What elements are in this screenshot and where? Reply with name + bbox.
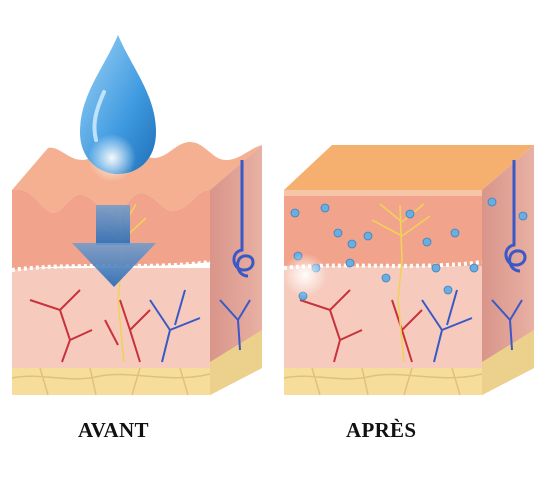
skin-block-before (11, 35, 262, 396)
light-glow (283, 253, 327, 297)
block-side-face (482, 145, 534, 395)
epidermis-top-surface (12, 141, 262, 215)
block-side-face (210, 145, 262, 395)
caption-after: APRÈS (346, 418, 417, 442)
fat-layer (284, 368, 482, 395)
water-drop-icon (80, 35, 156, 182)
fat-side (482, 330, 534, 395)
epidermis-layer (284, 190, 482, 266)
fat-side (210, 330, 262, 395)
skin-block-after (283, 145, 534, 396)
epidermis-top-band (284, 190, 482, 196)
fat-layer (12, 368, 210, 395)
fat-cells (283, 367, 483, 396)
artery-vessels (29, 289, 151, 363)
vein-vessels (421, 289, 523, 363)
caption-before: AVANT (78, 418, 149, 442)
sweat-gland (232, 160, 255, 278)
basement-membrane (283, 260, 483, 270)
epidermis-top-surface (284, 145, 534, 190)
fat-cells (11, 367, 211, 396)
sweat-gland (504, 160, 527, 273)
artery-vessels (299, 289, 423, 363)
vein-vessels (149, 289, 251, 363)
down-arrow-icon (72, 205, 156, 287)
